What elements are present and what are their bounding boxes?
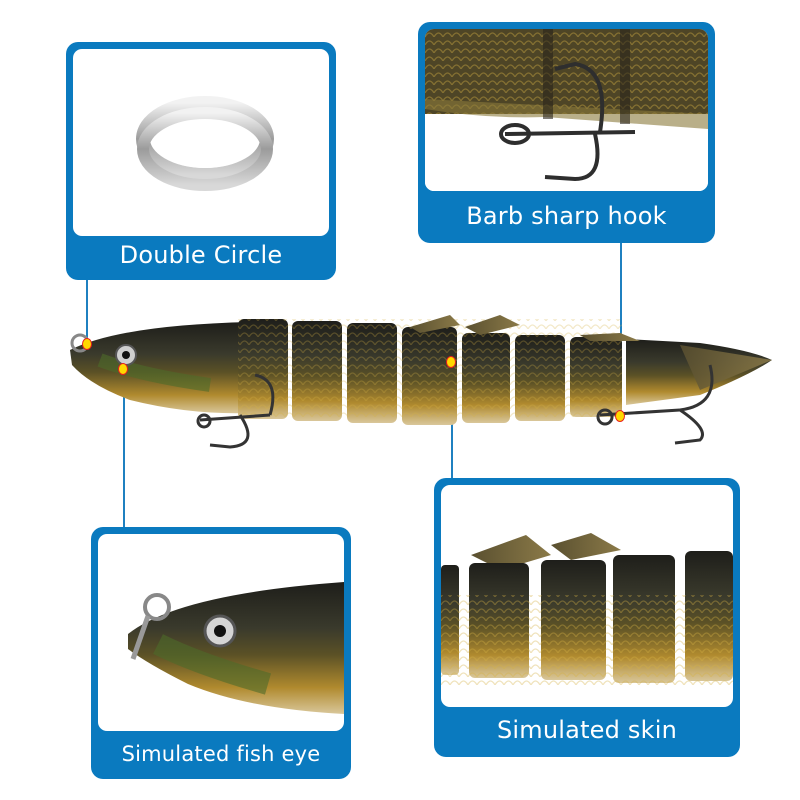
callout-barb-sharp-hook: Barb sharp hook <box>418 22 715 243</box>
fish-eye-label: Simulated fish eye <box>121 742 321 766</box>
connector-double-circle <box>86 280 88 342</box>
lure-image <box>60 305 775 455</box>
barb-hook-label: Barb sharp hook <box>466 202 667 230</box>
callout-simulated-skin: Simulated skin <box>434 478 740 757</box>
hotspot-fish-eye[interactable] <box>118 363 128 375</box>
skin-closeup-image <box>441 533 733 685</box>
split-ring-icon <box>136 96 274 191</box>
barb-hook-image-panel <box>425 29 708 191</box>
hotspot-double-circle[interactable] <box>82 338 92 350</box>
connector-fish-eye <box>123 370 125 527</box>
callout-double-circle: Double Circle <box>66 42 336 280</box>
double-circle-image-panel <box>73 49 329 236</box>
hotspot-skin[interactable] <box>446 356 456 368</box>
skin-image-panel <box>441 485 733 707</box>
hotspot-barb-hook[interactable] <box>615 410 625 422</box>
callout-simulated-fish-eye: Simulated fish eye <box>91 527 351 779</box>
fish-head-closeup-image <box>128 582 344 714</box>
skin-label: Simulated skin <box>497 716 677 744</box>
hook-closeup-image <box>425 29 708 191</box>
fish-eye-image-panel <box>98 534 344 731</box>
double-circle-label: Double Circle <box>119 241 283 269</box>
